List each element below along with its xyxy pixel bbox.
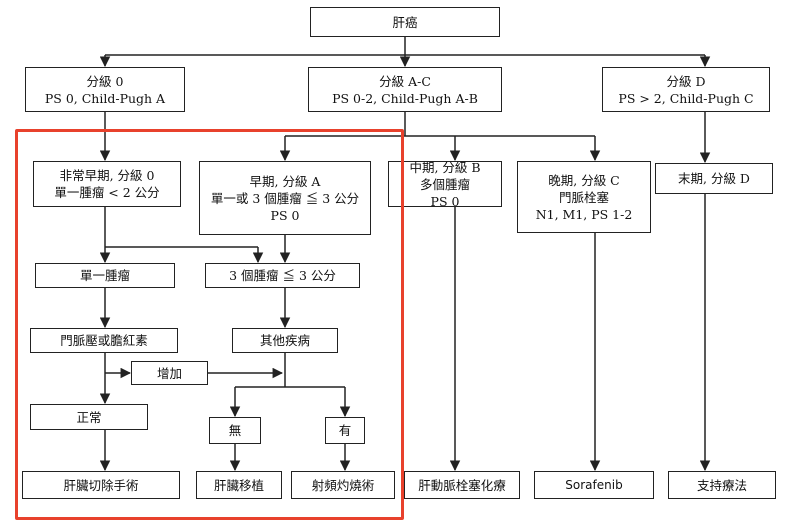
node-stage-d: 分級 D PS > 2, Child-Pugh C	[602, 67, 770, 112]
treatment-tace-label: 肝動脈栓塞化療	[418, 477, 506, 493]
node-normal: 正常	[30, 404, 148, 430]
node-yes: 有	[325, 417, 365, 444]
node-stage-d-line2: PS > 2, Child-Pugh C	[618, 90, 754, 106]
treatment-supportive-label: 支持療法	[696, 477, 747, 493]
node-stage-a-c-line2: PS 0-2, Child-Pugh A-B	[332, 90, 478, 106]
node-stage-a-c: 分級 A-C PS 0-2, Child-Pugh A-B	[308, 67, 502, 112]
node-intermediate-line1: 中期, 分級 B	[409, 159, 481, 175]
node-very-early-line1: 非常早期, 分級 0	[59, 168, 155, 183]
node-single-tumor: 單一腫瘤	[35, 263, 175, 288]
node-stage-d-line1: 分級 D	[666, 73, 706, 89]
node-early: 早期, 分級 A 單一或 3 個腫瘤 ≦ 3 公分 PS 0	[199, 161, 371, 235]
node-increased: 增加	[131, 361, 208, 385]
treatment-tace: 肝動脈栓塞化療	[404, 471, 520, 499]
node-early-line1: 早期, 分級 A	[249, 173, 321, 189]
node-advanced-line1: 晚期, 分級 C	[548, 172, 620, 188]
node-liver-cancer: 肝癌	[310, 7, 500, 37]
treatment-transplant: 肝臟移植	[196, 471, 282, 499]
treatment-sorafenib-label: Sorafenib	[565, 477, 623, 492]
node-advanced-line2: 門脈栓塞	[558, 189, 609, 205]
node-intermediate-line2: 多個腫瘤	[419, 176, 470, 192]
node-stage-0: 分級 0 PS 0, Child-Pugh A	[25, 67, 185, 112]
node-liver-cancer-label: 肝癌	[392, 14, 418, 30]
node-three-tumors: 3 個腫瘤 ≦ 3 公分	[205, 263, 360, 288]
node-very-early-line2: 單一腫瘤 < 2 公分	[54, 185, 160, 200]
node-single-tumor-label: 單一腫瘤	[79, 268, 130, 283]
treatment-supportive: 支持療法	[668, 471, 776, 499]
node-terminal: 末期, 分級 D	[655, 163, 773, 194]
node-other-disease-label: 其他疾病	[259, 333, 310, 348]
node-early-line3: PS 0	[270, 207, 300, 223]
node-no-label: 無	[228, 423, 242, 438]
node-normal-label: 正常	[76, 409, 102, 425]
node-portal-pressure-label: 門脈壓或膽紅素	[60, 333, 148, 348]
treatment-resection: 肝臟切除手術	[22, 471, 180, 499]
node-other-disease: 其他疾病	[232, 328, 338, 353]
node-stage-a-c-line1: 分級 A-C	[379, 73, 431, 89]
node-no: 無	[209, 417, 261, 444]
node-three-tumors-label: 3 個腫瘤 ≦ 3 公分	[229, 268, 336, 283]
node-stage-0-line1: 分級 0	[86, 73, 124, 89]
node-intermediate-line3: PS 0	[430, 193, 460, 209]
treatment-rfa: 射頻灼燒術	[291, 471, 395, 499]
treatment-rfa-label: 射頻灼燒術	[311, 477, 375, 493]
node-terminal-line1: 末期, 分級 D	[678, 171, 750, 186]
node-portal-pressure: 門脈壓或膽紅素	[30, 328, 178, 353]
node-stage-0-line2: PS 0, Child-Pugh A	[44, 90, 166, 106]
node-increased-label: 增加	[156, 365, 182, 381]
node-intermediate: 中期, 分級 B 多個腫瘤 PS 0	[388, 159, 502, 209]
node-yes-label: 有	[338, 423, 352, 438]
node-advanced-line3: N1, M1, PS 1-2	[535, 206, 633, 222]
treatment-resection-label: 肝臟切除手術	[63, 477, 139, 493]
node-early-line2: 單一或 3 個腫瘤 ≦ 3 公分	[210, 190, 360, 206]
treatment-sorafenib: Sorafenib	[534, 471, 654, 499]
treatment-transplant-label: 肝臟移植	[213, 477, 264, 493]
node-very-early: 非常早期, 分級 0 單一腫瘤 < 2 公分	[33, 161, 181, 207]
node-advanced: 晚期, 分級 C 門脈栓塞 N1, M1, PS 1-2	[517, 161, 651, 233]
